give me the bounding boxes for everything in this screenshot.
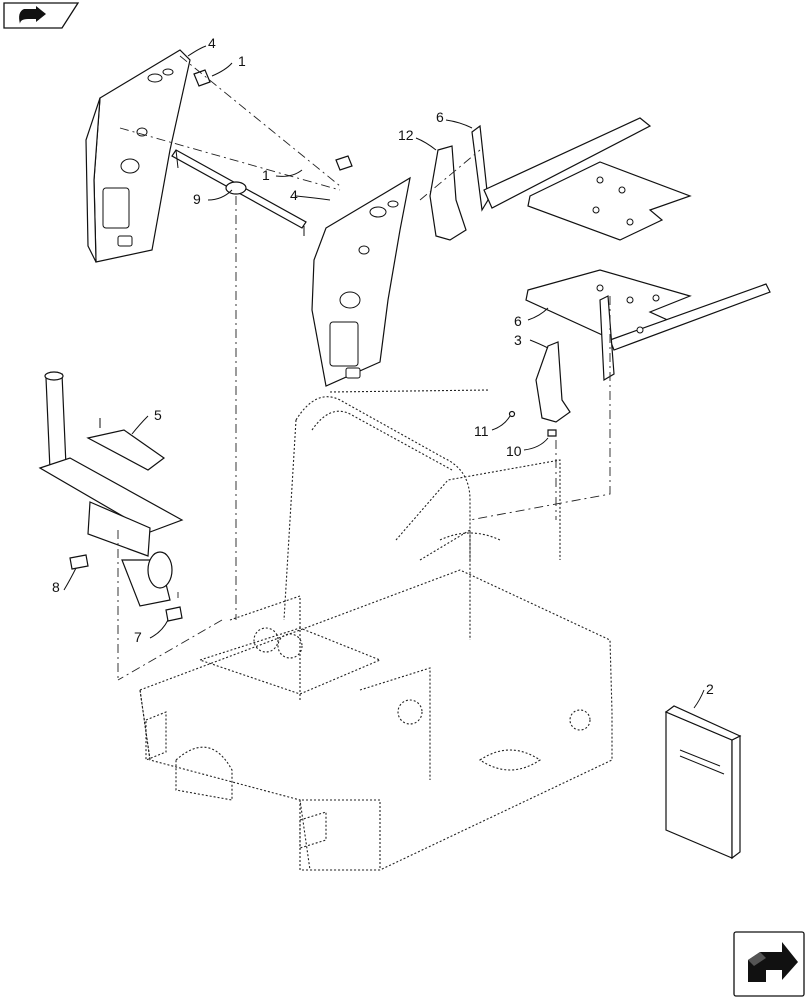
callout-1-upper: 1 <box>238 53 246 69</box>
decal-part-8 <box>69 554 89 570</box>
floor-plate-lower <box>525 269 771 382</box>
fastener-part-11 <box>508 410 516 418</box>
callout-9: 9 <box>193 191 201 207</box>
operators-manual <box>664 705 742 860</box>
previous-page-arrow-icon[interactable] <box>3 2 80 29</box>
gusset-part-3 <box>535 341 571 423</box>
assembly-lines <box>117 55 611 681</box>
callout-2: 2 <box>706 681 714 697</box>
callout-labels: 1 4 12 6 9 1 4 6 3 11 10 5 8 7 2 <box>52 35 714 697</box>
callout-8: 8 <box>52 579 60 595</box>
callout-7: 7 <box>134 629 142 645</box>
gusset-part-12 <box>429 145 467 241</box>
decal-part-7 <box>165 606 183 622</box>
callout-4-upper: 4 <box>208 35 216 51</box>
callout-6-upper: 6 <box>436 109 444 125</box>
callout-6-middle: 6 <box>514 313 522 329</box>
pad-part-1-middle <box>335 155 353 171</box>
pad-part-1-upper <box>193 69 211 87</box>
callout-4-middle: 4 <box>290 187 298 203</box>
floor-plate-upper <box>471 117 692 241</box>
callout-3: 3 <box>514 332 522 348</box>
callout-10: 10 <box>506 443 522 459</box>
chassis-frame <box>139 389 613 871</box>
callout-11: 11 <box>474 423 489 439</box>
heat-shield-part-5 <box>86 418 166 471</box>
callout-leaders <box>63 45 705 709</box>
fastener-part-10 <box>547 429 557 437</box>
callout-1-middle: 1 <box>262 167 270 183</box>
next-page-arrow-icon[interactable] <box>733 931 805 997</box>
callout-5: 5 <box>154 407 162 423</box>
side-panel-left <box>85 49 191 263</box>
side-panel-right <box>311 176 411 387</box>
callout-12: 12 <box>398 127 414 143</box>
exhaust-stack <box>38 371 184 607</box>
